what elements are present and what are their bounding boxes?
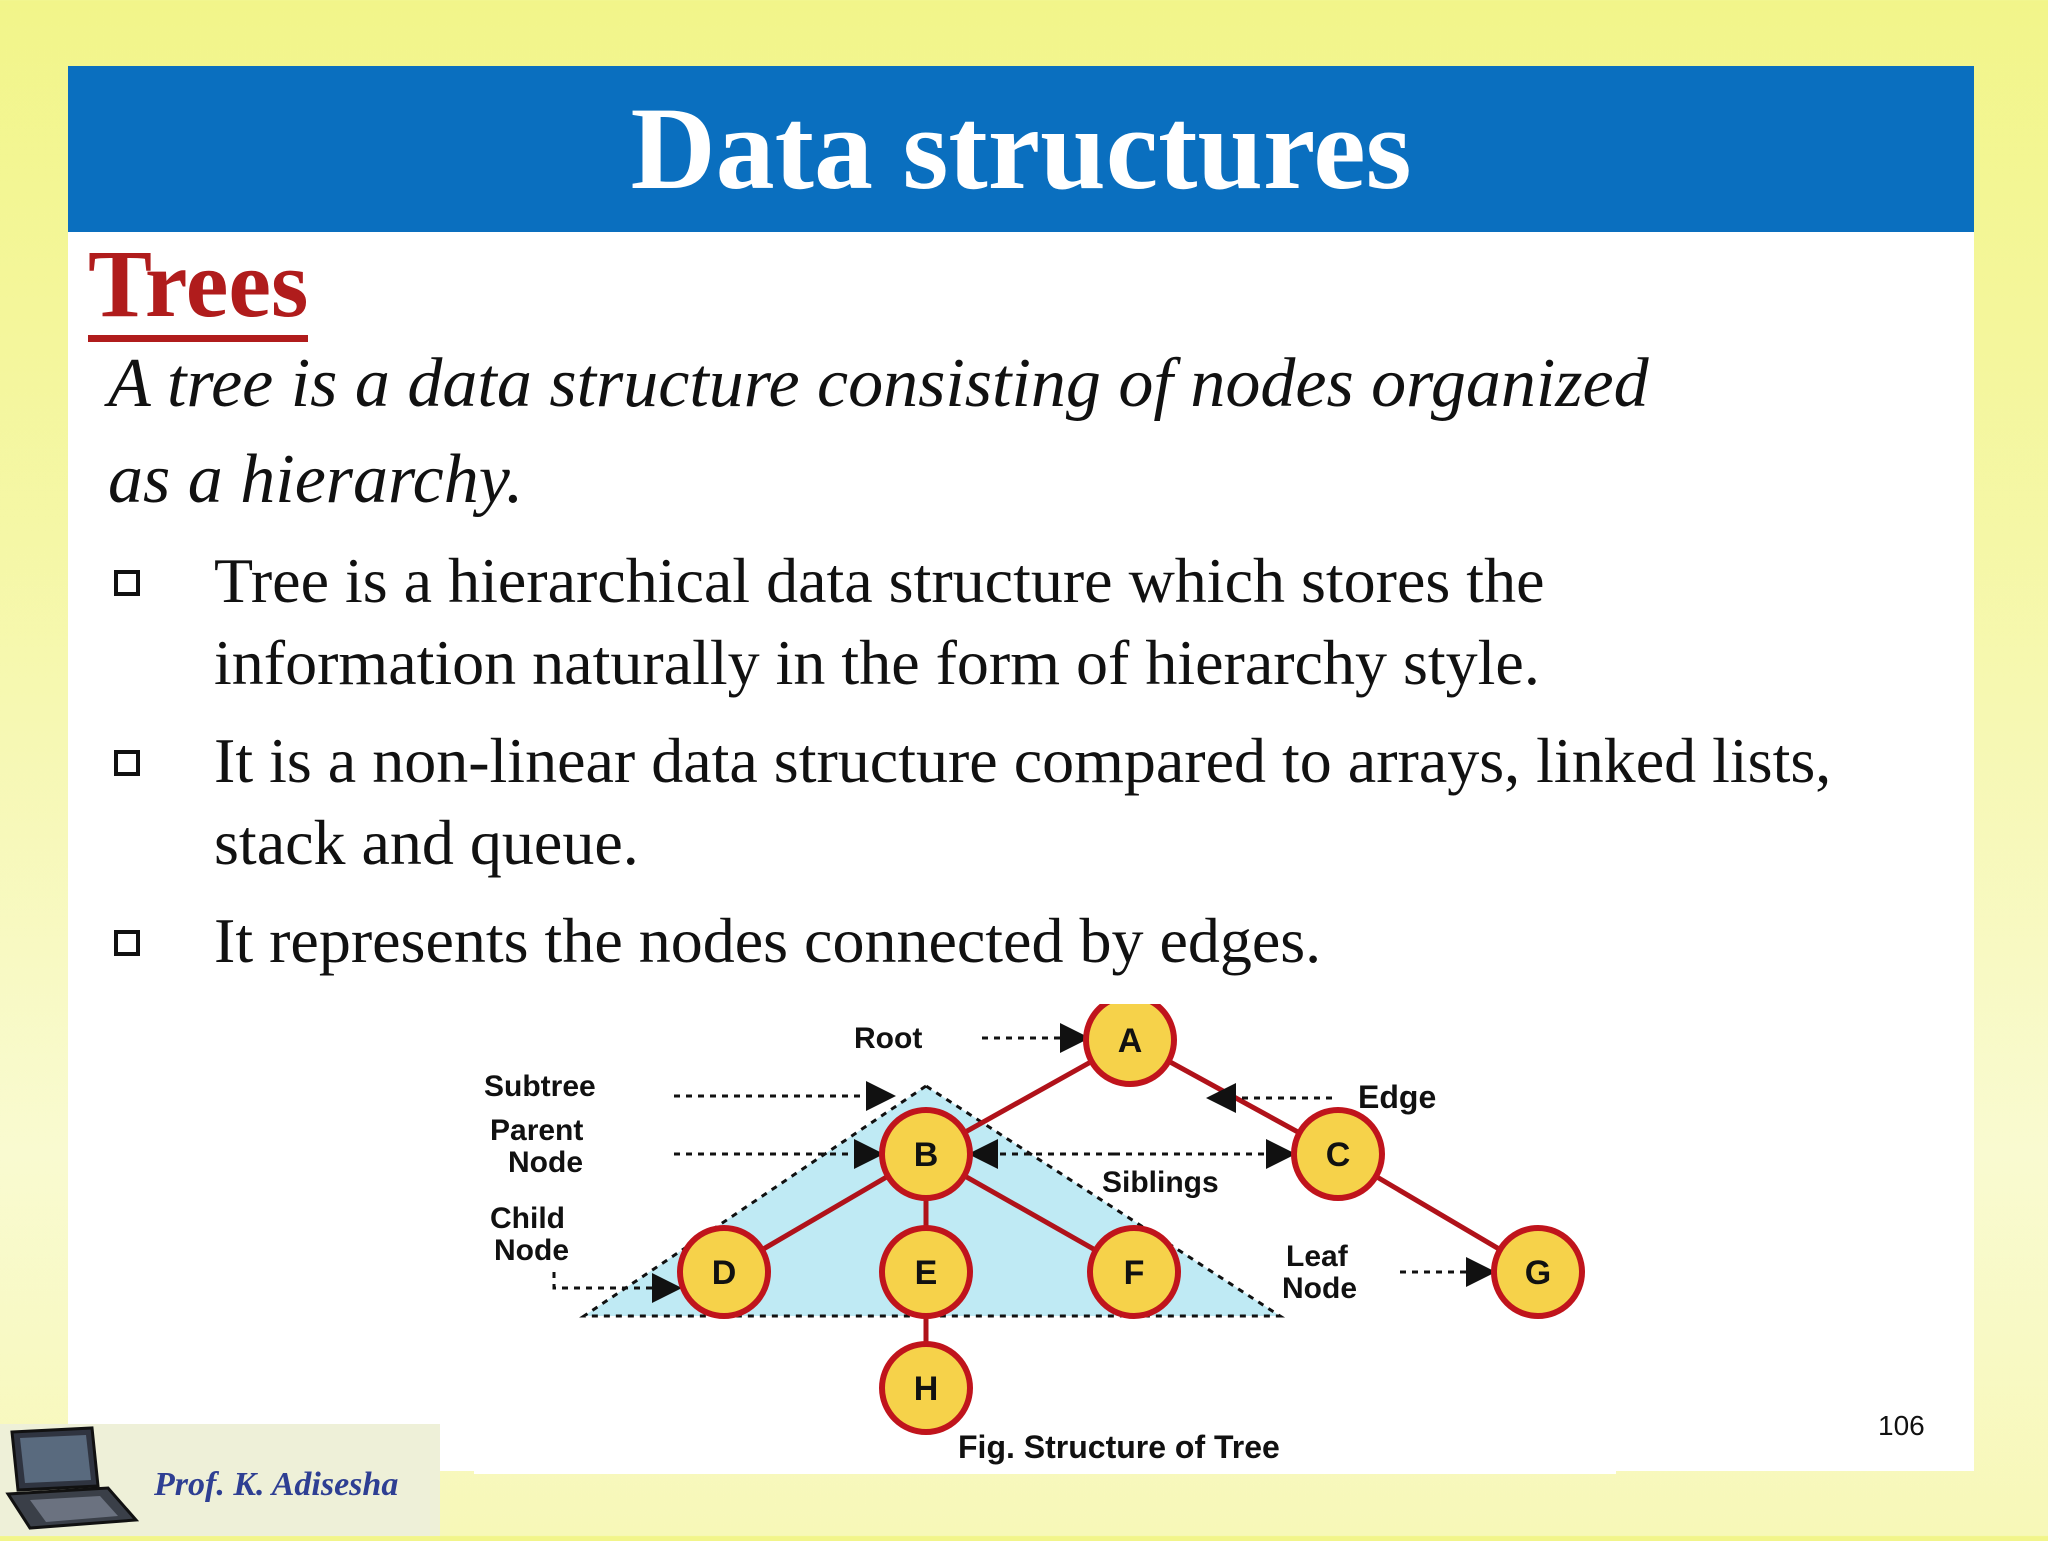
intro-line-1: A tree is a data structure consisting of… (108, 345, 1649, 422)
leaf-node-label-2: Node (1282, 1272, 1357, 1305)
child-node-arrow (552, 1272, 682, 1303)
parent-node-label-1: Parent (490, 1114, 583, 1147)
tree-node-g: G (1491, 1225, 1585, 1319)
author-signature: Prof. K. Adisesha (154, 1466, 399, 1503)
slide-title: Data structures (630, 83, 1412, 214)
tree-node-h: H (879, 1341, 973, 1435)
footer-logo-area (0, 1424, 440, 1536)
bullet-item: It represents the nodes connected by edg… (108, 900, 1958, 982)
bullet-list: Tree is a hierarchical data structure wh… (108, 540, 1958, 998)
bullet-line: Tree is a hierarchical data structure wh… (214, 545, 1545, 616)
root-label: Root (854, 1022, 922, 1055)
bullet-line: stack and queue. (214, 807, 639, 878)
parent-node-label-2: Node (508, 1146, 583, 1179)
tree-node-f: F (1087, 1225, 1181, 1319)
bullet-item: It is a non-linear data structure compar… (108, 720, 1958, 884)
svg-text:E: E (915, 1254, 938, 1292)
bullet-line: information naturally in the form of hie… (214, 627, 1540, 698)
svg-text:F: F (1124, 1254, 1145, 1292)
page-number: 106 (1878, 1410, 1925, 1441)
intro-line-2: as a hierarchy. (108, 441, 524, 518)
square-bullet-icon (114, 750, 140, 776)
bullet-line: It represents the nodes connected by edg… (214, 905, 1322, 976)
section-heading: Trees (88, 233, 309, 342)
svg-text:C: C (1326, 1136, 1351, 1174)
tree-node-b: B (879, 1107, 973, 1201)
svg-text:H: H (914, 1370, 939, 1408)
child-node-label-1: Child (490, 1202, 565, 1235)
bullet-item: Tree is a hierarchical data structure wh… (108, 540, 1958, 704)
square-bullet-icon (114, 930, 140, 956)
tree-figure: A B C D E F G H Root (474, 1004, 1616, 1474)
svg-text:B: B (914, 1136, 939, 1174)
svg-text:D: D (712, 1254, 737, 1292)
tree-node-e: E (879, 1225, 973, 1319)
edge-label: Edge (1358, 1079, 1436, 1115)
tree-node-d: D (677, 1225, 771, 1319)
tree-diagram: A B C D E F G H Root (484, 1004, 1585, 1465)
figure-caption: Fig. Structure of Tree (958, 1429, 1280, 1465)
bullet-line: It is a non-linear data structure compar… (214, 725, 1832, 796)
leaf-node-label-1: Leaf (1286, 1240, 1349, 1273)
siblings-label: Siblings (1102, 1166, 1219, 1199)
title-bar: Data structures (68, 66, 1974, 232)
tree-node-a: A (1083, 1004, 1177, 1087)
svg-text:G: G (1525, 1254, 1551, 1292)
subtree-label: Subtree (484, 1070, 596, 1103)
pointer-arrows (552, 1023, 1496, 1303)
laptop-icon (5, 1426, 140, 1530)
square-bullet-icon (114, 570, 140, 596)
intro-paragraph: A tree is a data structure consisting of… (108, 336, 1948, 528)
svg-text:A: A (1118, 1022, 1143, 1060)
tree-node-c: C (1291, 1107, 1385, 1201)
child-node-label-2: Node (494, 1234, 569, 1267)
